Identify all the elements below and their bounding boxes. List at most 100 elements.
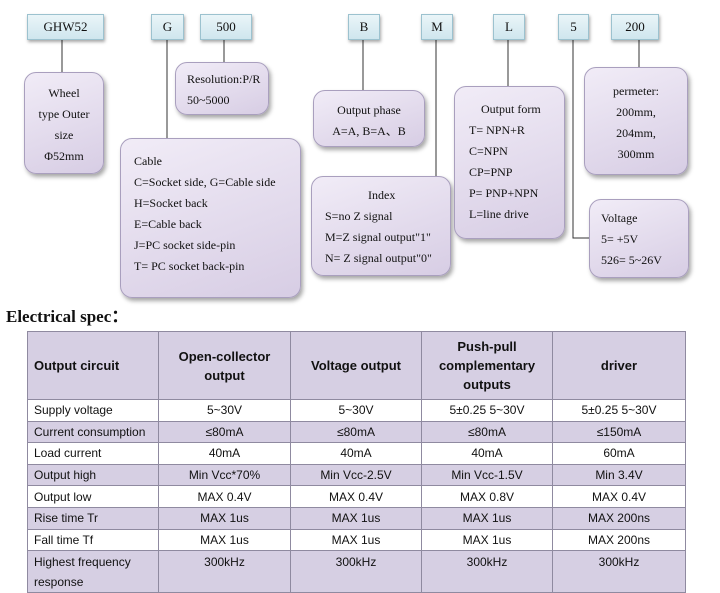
callout-cable: Cable C=Socket side, G=Cable side H=Sock… bbox=[120, 138, 301, 298]
resolution-line-2: 50~5000 bbox=[187, 93, 230, 107]
table-cell: ≤80mA bbox=[290, 420, 422, 444]
voltage-line-3: 526= 5~26V bbox=[601, 253, 662, 267]
cable-line-1: Cable bbox=[134, 154, 162, 168]
table-cell: ≤80mA bbox=[158, 420, 291, 444]
callout-voltage: Voltage 5= +5V 526= 5~26V bbox=[589, 199, 689, 278]
table-cell: 300kHz bbox=[290, 550, 422, 593]
row-label-cell: Fall time Tf bbox=[27, 528, 159, 552]
output-form-line-4: CP=PNP bbox=[469, 165, 513, 179]
row-label-cell: Current consumption bbox=[27, 420, 159, 444]
table-cell: 5±0.25 5~30V bbox=[421, 399, 553, 422]
table-cell: 5±0.25 5~30V bbox=[552, 399, 686, 422]
table-cell: MAX 0.8V bbox=[421, 485, 553, 508]
table-cell: 40mA bbox=[421, 442, 553, 465]
table-cell: 40mA bbox=[290, 442, 422, 465]
index-line-2: S=no Z signal bbox=[325, 209, 393, 223]
table-cell: MAX 1us bbox=[290, 506, 422, 530]
table-cell: MAX 0.4V bbox=[552, 485, 686, 508]
electrical-spec-heading: Electrical spec： bbox=[6, 307, 129, 326]
index-line-4: N= Z signal output"0" bbox=[325, 251, 432, 265]
perimeter-line-4: 300mm bbox=[617, 147, 655, 161]
callout-output-phase: Output phase A=A, B=A、B bbox=[313, 90, 425, 147]
code-output-form: L bbox=[493, 14, 525, 40]
perimeter-line-2: 200mm, bbox=[616, 105, 656, 119]
table-cell: Min Vcc-2.5V bbox=[290, 463, 422, 487]
output-form-line-3: C=NPN bbox=[469, 144, 508, 158]
table-cell: 300kHz bbox=[421, 550, 553, 593]
output-form-line-5: P= PNP+NPN bbox=[469, 186, 539, 200]
table-cell: MAX 200ns bbox=[552, 506, 686, 530]
callout-perimeter: permeter: 200mm, 204mm, 300mm bbox=[584, 67, 688, 175]
row-label-cell: Load current bbox=[27, 442, 159, 465]
perimeter-line-1: permeter: bbox=[613, 84, 659, 98]
table-cell: MAX 1us bbox=[290, 528, 422, 552]
code-perimeter: 200 bbox=[611, 14, 659, 40]
output-form-line-6: L=line drive bbox=[469, 207, 529, 221]
callout-resolution: Resolution:P/R 50~5000 bbox=[175, 62, 269, 115]
table-cell: MAX 1us bbox=[158, 506, 291, 530]
row-label-cell: Output low bbox=[27, 485, 159, 508]
table-cell: MAX 1us bbox=[158, 528, 291, 552]
table-cell: 5~30V bbox=[158, 399, 291, 422]
cable-line-2: C=Socket side, G=Cable side bbox=[134, 175, 276, 189]
cable-line-6: T= PC socket back-pin bbox=[134, 259, 245, 273]
table-cell: 5~30V bbox=[290, 399, 422, 422]
perimeter-line-3: 204mm, bbox=[616, 126, 656, 140]
table-cell: MAX 0.4V bbox=[290, 485, 422, 508]
index-line-1: Index bbox=[368, 188, 396, 202]
code-resolution: 500 bbox=[200, 14, 252, 40]
table-cell: Min Vcc-1.5V bbox=[421, 463, 553, 487]
table-cell: ≤80mA bbox=[421, 420, 553, 444]
cable-line-3: H=Socket back bbox=[134, 196, 208, 210]
table-cell: 40mA bbox=[158, 442, 291, 465]
table-row: Current consumption≤80mA≤80mA≤80mA≤150mA bbox=[27, 420, 686, 444]
output-phase-line-2: A=A, B=A、B bbox=[332, 124, 406, 138]
resolution-line-1: Resolution:P/R bbox=[187, 72, 261, 86]
header-push-pull: Push-pull complementary outputs bbox=[421, 331, 553, 400]
output-form-line-1: Output form bbox=[481, 102, 541, 116]
callout-output-form: Output form T= NPN+R C=NPN CP=PNP P= PNP… bbox=[454, 86, 565, 239]
table-cell: 300kHz bbox=[158, 550, 291, 593]
row-label-cell: Supply voltage bbox=[27, 399, 159, 422]
table-cell: MAX 200ns bbox=[552, 528, 686, 552]
table-cell: 60mA bbox=[552, 442, 686, 465]
row-label-cell: Highest frequency response bbox=[27, 550, 159, 593]
code-cable: G bbox=[151, 14, 184, 40]
row-label-cell: Output high bbox=[27, 463, 159, 487]
cable-line-4: E=Cable back bbox=[134, 217, 202, 231]
code-voltage: 5 bbox=[558, 14, 589, 40]
callout-wheel: Wheel type Outer size Φ52mm bbox=[24, 72, 104, 174]
header-voltage-output: Voltage output bbox=[290, 331, 422, 400]
wheel-line-2: type Outer bbox=[38, 107, 90, 121]
table-cell: MAX 1us bbox=[421, 528, 553, 552]
wheel-line-1: Wheel bbox=[48, 86, 80, 100]
table-cell: Min 3.4V bbox=[552, 463, 686, 487]
voltage-line-1: Voltage bbox=[601, 211, 638, 225]
header-output-circuit: Output circuit bbox=[27, 331, 159, 400]
electrical-spec-table: Output circuit Open-collector output Vol… bbox=[27, 331, 686, 593]
code-output-phase: B bbox=[348, 14, 380, 40]
index-line-3: M=Z signal output"1" bbox=[325, 230, 431, 244]
row-label-cell: Rise time Tr bbox=[27, 506, 159, 530]
header-driver: driver bbox=[552, 331, 686, 400]
code-index: M bbox=[421, 14, 453, 40]
wheel-line-4: Φ52mm bbox=[44, 149, 84, 163]
table-cell: MAX 0.4V bbox=[158, 485, 291, 508]
callout-index: Index S=no Z signal M=Z signal output"1"… bbox=[311, 176, 451, 276]
table-cell: MAX 1us bbox=[421, 506, 553, 530]
voltage-line-2: 5= +5V bbox=[601, 232, 639, 246]
table-cell: 300kHz bbox=[552, 550, 686, 593]
cable-line-5: J=PC socket side-pin bbox=[134, 238, 236, 252]
header-open-collector: Open-collector output bbox=[158, 331, 291, 400]
wheel-line-3: size bbox=[54, 128, 74, 142]
spec-table-header-row: Output circuit Open-collector output Vol… bbox=[27, 331, 686, 400]
output-form-line-2: T= NPN+R bbox=[469, 123, 525, 137]
